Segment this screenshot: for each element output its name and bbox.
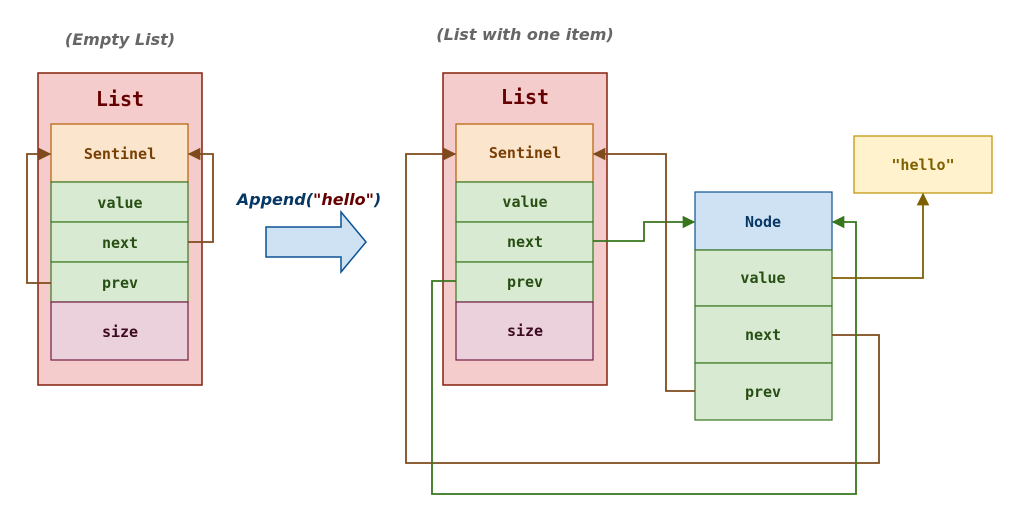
list-title: List bbox=[96, 87, 144, 111]
transition-arrow bbox=[265, 209, 367, 275]
node-prev-to-sentinel-arrow bbox=[592, 147, 695, 392]
prev-field bbox=[455, 261, 594, 303]
prev-label: prev bbox=[507, 273, 543, 291]
list-next-to-node-arrow bbox=[593, 215, 696, 242]
node-next-to-sentinel-arrow bbox=[405, 147, 880, 464]
node-header bbox=[694, 191, 833, 251]
next-label: next bbox=[507, 233, 543, 251]
size-label: size bbox=[507, 322, 543, 340]
hello-value-box bbox=[853, 135, 993, 194]
node-title: Node bbox=[745, 213, 781, 231]
node-next-label: next bbox=[745, 326, 781, 344]
node-value-label: value bbox=[740, 269, 785, 287]
empty-list-struct: List Sentinel value next prev size bbox=[26, 72, 214, 386]
sentinel-label: Sentinel bbox=[84, 145, 156, 163]
sentinel-field bbox=[50, 123, 189, 183]
value-label: value bbox=[97, 194, 142, 212]
value-label: value bbox=[502, 193, 547, 211]
node-next-field bbox=[694, 305, 833, 364]
list-title: List bbox=[501, 85, 549, 109]
node-prev-label: prev bbox=[745, 383, 781, 401]
append-arg-text: "hello" bbox=[313, 190, 374, 209]
node-value-field bbox=[694, 249, 833, 307]
next-label: next bbox=[102, 234, 138, 252]
empty-next-to-sentinel-arrow bbox=[187, 147, 214, 243]
size-field bbox=[50, 301, 189, 361]
one-item-list-struct: List Sentinel value next prev size bbox=[442, 72, 608, 386]
append-operation-label: Append("hello") bbox=[235, 190, 381, 209]
caption-empty-list: (Empty List) bbox=[65, 30, 175, 49]
node-struct: Node value next prev bbox=[694, 191, 833, 421]
append-close-text: ) bbox=[373, 190, 381, 209]
hello-value-text: "hello" bbox=[891, 156, 954, 174]
empty-prev-to-sentinel-arrow bbox=[26, 147, 52, 284]
sentinel-label: Sentinel bbox=[489, 144, 561, 162]
caption-one-item: (List with one item) bbox=[436, 25, 613, 44]
append-func-text: Append( bbox=[235, 190, 314, 209]
node-value-to-hello-arrow bbox=[832, 192, 930, 279]
value-field bbox=[50, 181, 189, 223]
size-label: size bbox=[102, 323, 138, 341]
prev-label: prev bbox=[102, 274, 138, 292]
size-field bbox=[455, 301, 594, 361]
list-prev-to-node-arrow bbox=[431, 215, 857, 495]
